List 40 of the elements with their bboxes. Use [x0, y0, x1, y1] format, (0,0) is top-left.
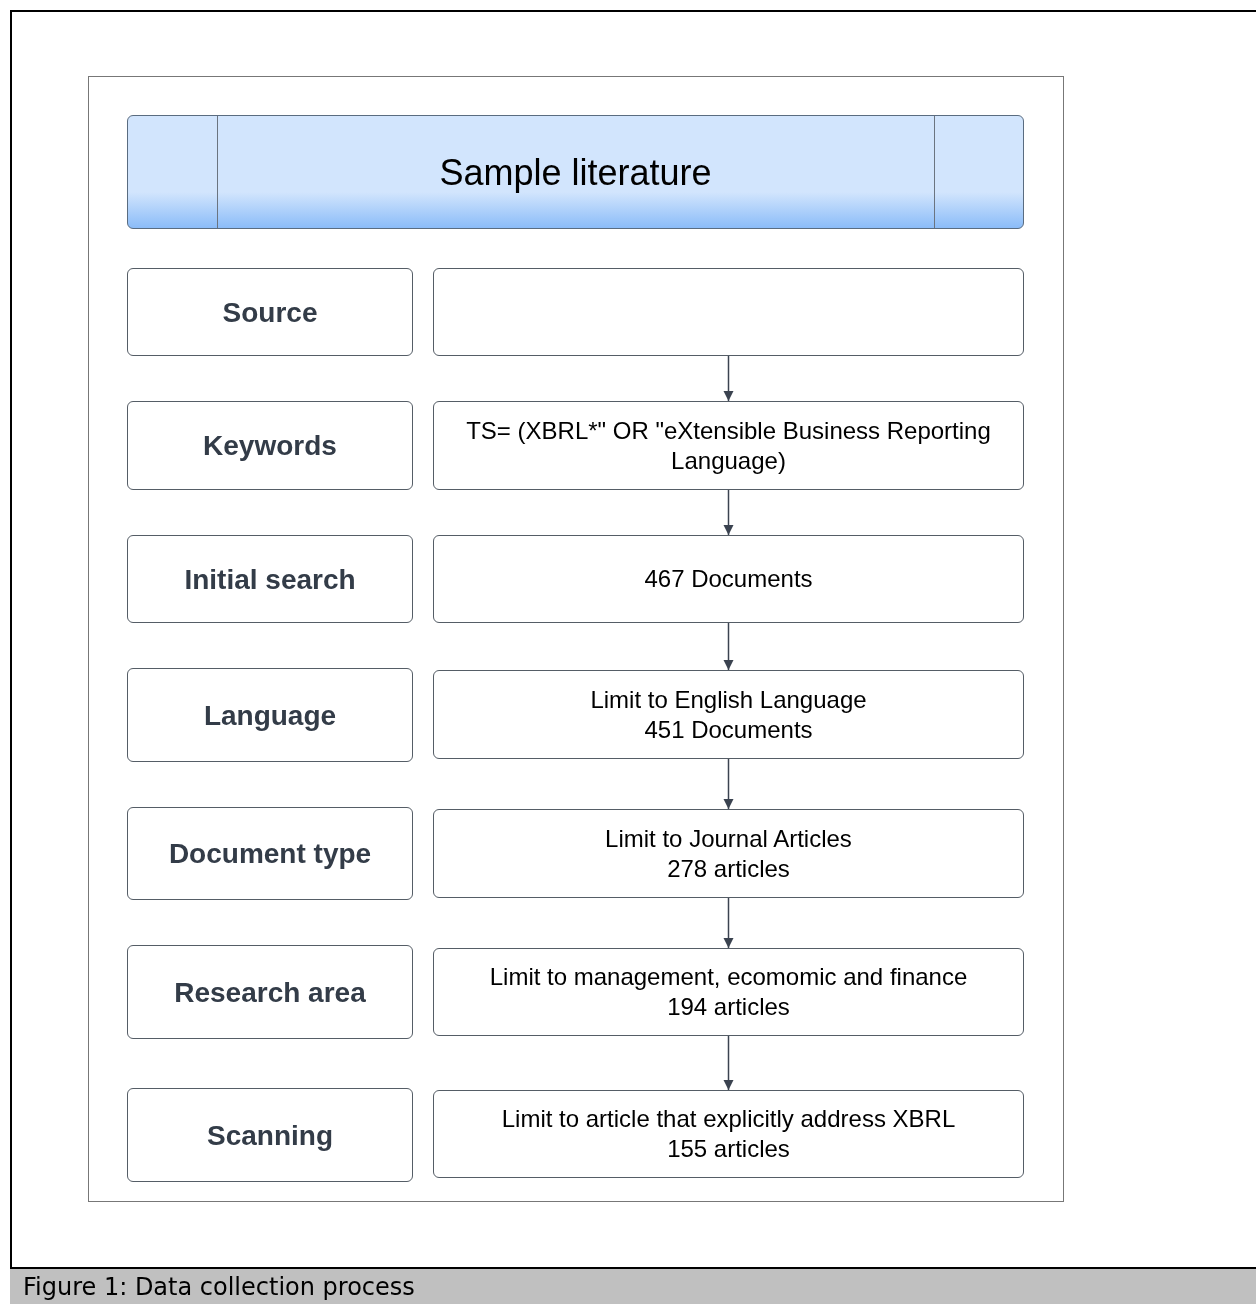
step-text: 451 Documents	[644, 714, 813, 745]
process-box	[433, 809, 1024, 898]
step-text: Limit to English Language	[590, 684, 867, 715]
step-label: Initial search	[184, 562, 356, 597]
step-text: 278 articles	[667, 853, 790, 884]
label-box	[127, 535, 413, 623]
title-text: Sample literature	[439, 150, 712, 195]
step-text: 467 Documents	[644, 564, 813, 594]
step-text: TS= (XBRL*" OR "eXtensible Business Reporting Language)	[465, 415, 992, 476]
arrow	[723, 622, 734, 671]
process-box	[433, 268, 1024, 356]
arrow	[723, 489, 734, 536]
arrow	[723, 758, 734, 810]
step-label: Language	[203, 698, 337, 733]
process-box	[433, 401, 1024, 490]
label-box	[127, 807, 413, 900]
label-box	[127, 268, 413, 356]
process-box	[433, 670, 1024, 759]
step-text: Limit to article that explicitly address XBRL	[501, 1104, 956, 1134]
arrow	[723, 355, 734, 402]
step-label: Research area	[174, 975, 366, 1010]
step-label: Scanning	[207, 1118, 333, 1153]
step-label: Document type	[168, 837, 372, 871]
label-box	[127, 668, 413, 762]
step-label: Source	[222, 295, 318, 330]
step-label: Keywords	[203, 429, 337, 463]
process-box	[433, 1090, 1024, 1178]
step-text: Limit to management, ecomomic and finance	[489, 962, 968, 992]
label-box	[127, 945, 413, 1039]
label-box	[127, 401, 413, 490]
step-text: Limit to Journal Articles	[605, 823, 852, 854]
step-text: 155 articles	[667, 1134, 790, 1164]
arrow	[723, 1035, 734, 1091]
figure-caption: Figure 1: Data collection process	[10, 1267, 1256, 1304]
process-box	[433, 948, 1024, 1036]
label-box	[127, 1088, 413, 1182]
header-box	[127, 115, 1024, 229]
arrow	[723, 897, 734, 949]
step-text: 194 articles	[667, 992, 790, 1022]
process-box	[433, 535, 1024, 623]
